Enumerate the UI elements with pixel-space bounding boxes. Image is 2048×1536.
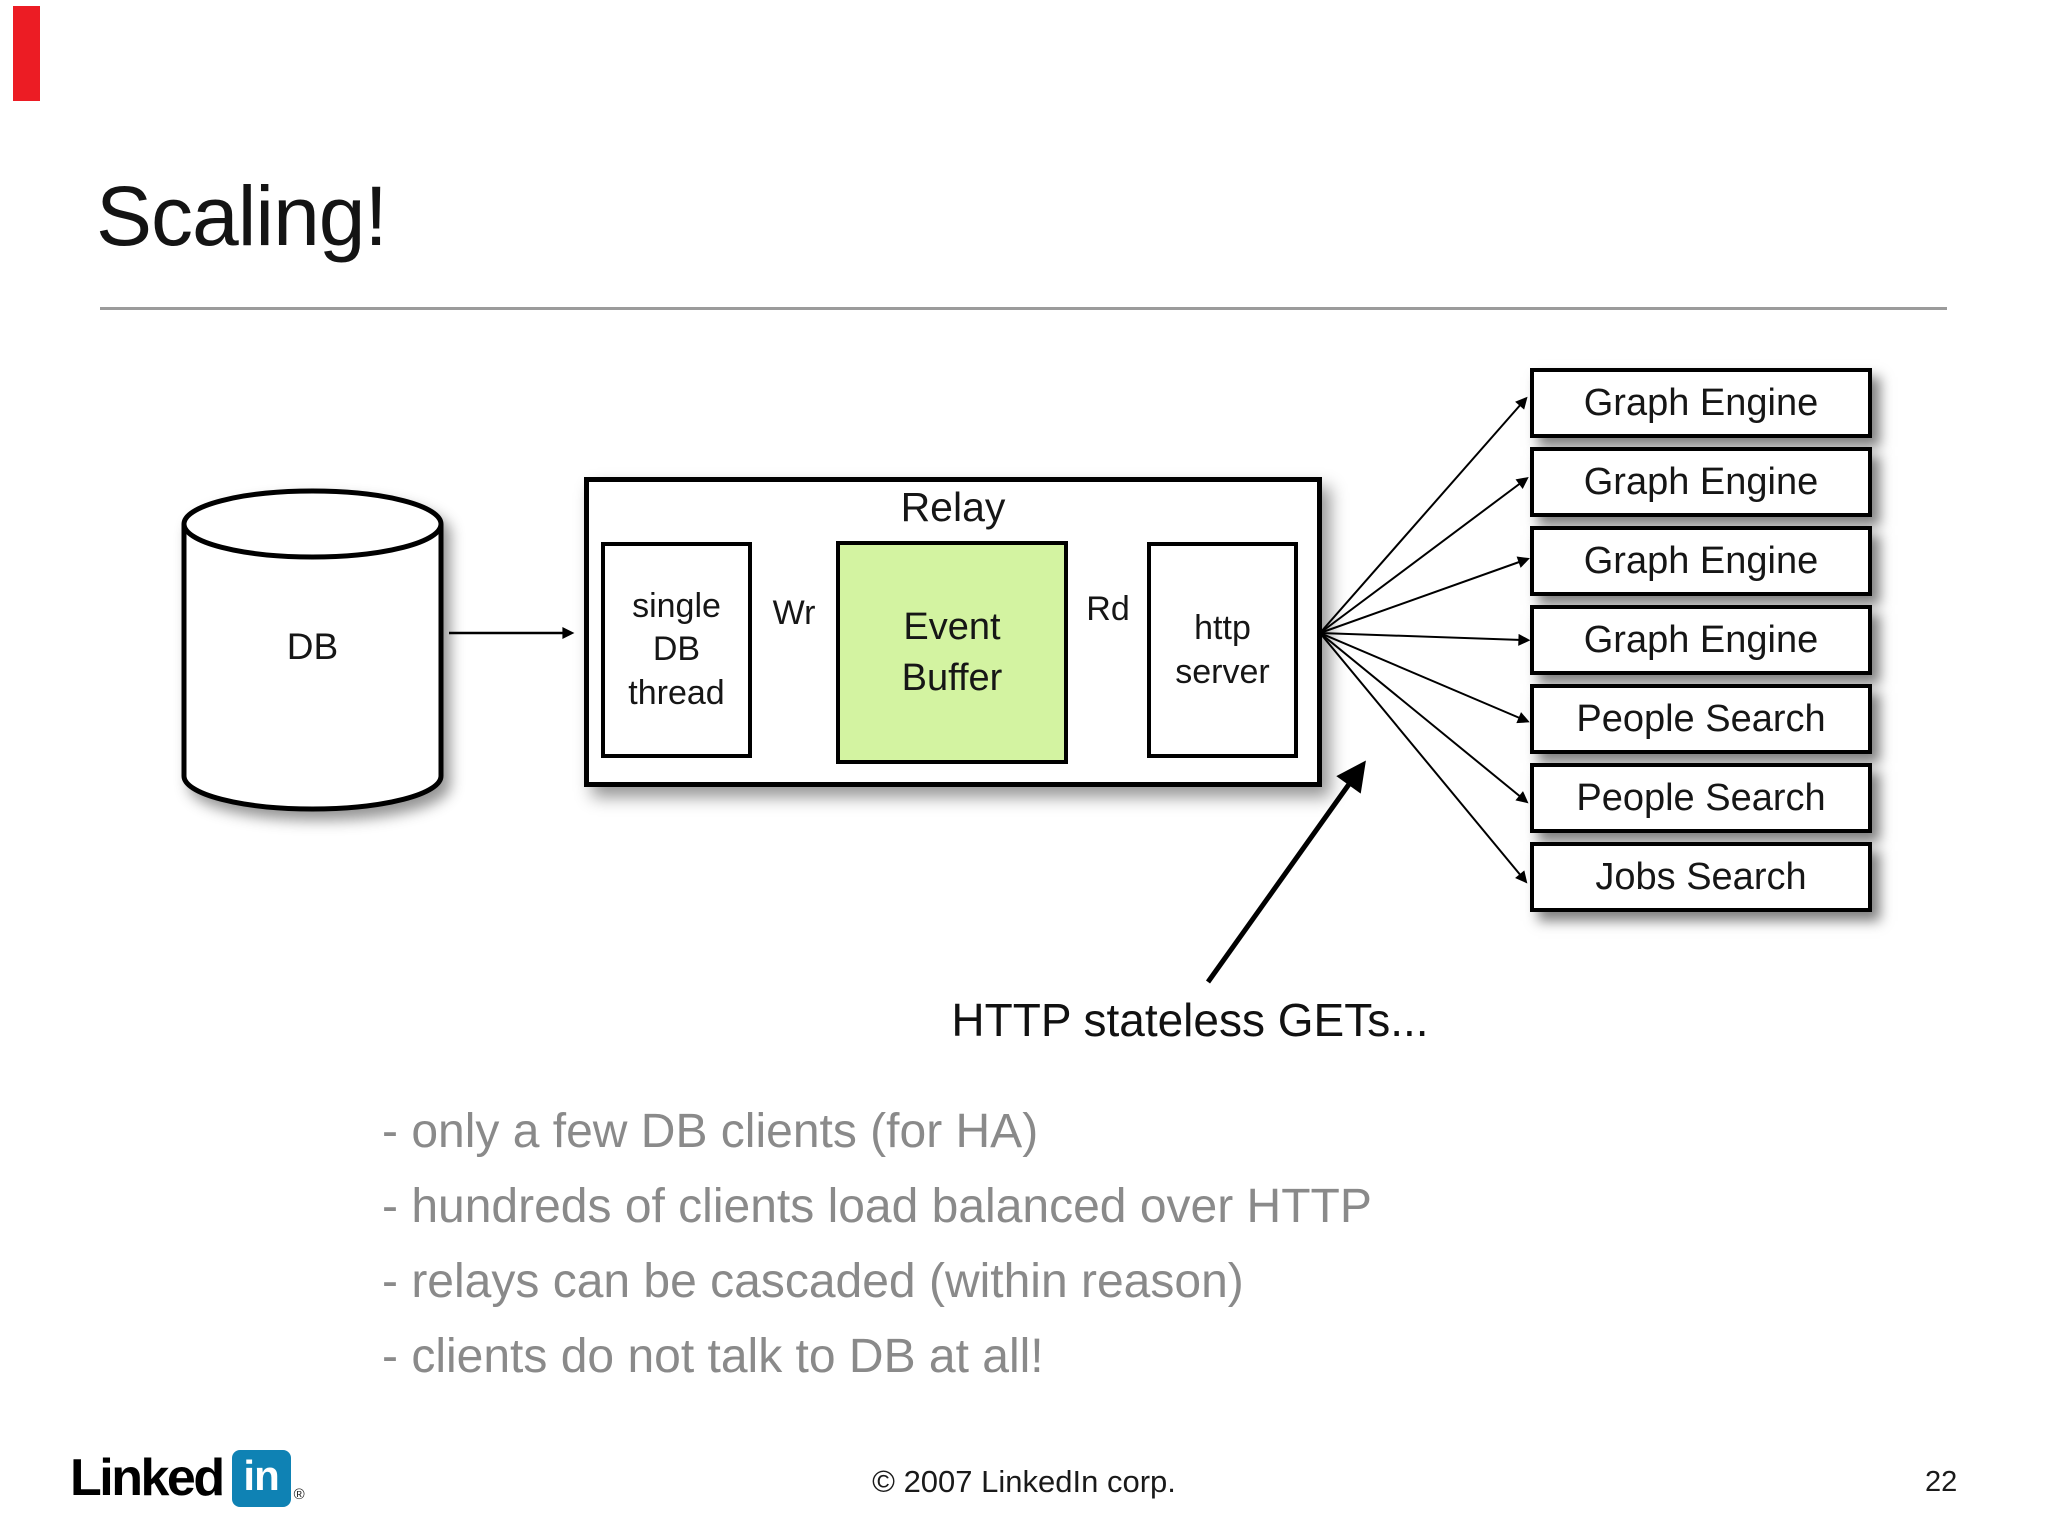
wr-label: Wr	[772, 594, 816, 632]
registered-mark: ®	[293, 1486, 305, 1503]
service-box-people-search-2: People Search	[1530, 763, 1872, 833]
http-gets-annotation: HTTP stateless GETs...	[951, 994, 1429, 1046]
bullet-item: - relays can be cascaded (within reason)	[382, 1255, 1244, 1308]
page-number: 22	[1925, 1466, 1958, 1498]
http-line: server	[1175, 653, 1270, 691]
http-gets-arrow	[1205, 760, 1366, 984]
bullet-item: - hundreds of clients load balanced over…	[382, 1180, 1372, 1233]
single-db-thread-box: single DB thread	[601, 542, 752, 758]
http-server-box: http server	[1147, 542, 1298, 758]
bullet-item: - only a few DB clients (for HA)	[382, 1105, 1039, 1158]
footer-copyright: © 2007 LinkedIn corp.	[872, 1464, 1176, 1499]
buffer-line: Buffer	[901, 656, 1003, 699]
red-marker	[13, 6, 40, 101]
title-divider	[100, 307, 1947, 310]
thread-line: single	[632, 586, 721, 625]
service-box-people-search-1: People Search	[1530, 684, 1872, 754]
bullet-item: - clients do not talk to DB at all!	[382, 1330, 1044, 1383]
bullet-list: - only a few DB clients (for HA) - hundr…	[382, 1094, 1372, 1394]
linkedin-logo: Linked in ®	[70, 1447, 305, 1509]
rd-label: Rd	[1086, 590, 1130, 628]
service-box-graph-engine-4: Graph Engine	[1530, 605, 1872, 675]
thread-line: DB	[652, 630, 701, 669]
linkedin-logo-word: Linked	[70, 1449, 225, 1507]
relay-title: Relay	[900, 484, 1006, 530]
service-box-graph-engine-2: Graph Engine	[1530, 447, 1872, 517]
page-title: Scaling!	[96, 169, 388, 263]
buffer-line: Event	[903, 606, 1001, 649]
fanout-arrows	[1319, 396, 1531, 884]
linkedin-logo-badge: in	[231, 1449, 291, 1507]
service-box-graph-engine-1: Graph Engine	[1530, 368, 1872, 438]
service-box-jobs-search: Jobs Search	[1530, 842, 1872, 912]
db-cylinder	[181, 488, 444, 812]
service-box-graph-engine-3: Graph Engine	[1530, 526, 1872, 596]
event-buffer-box: Event Buffer	[836, 541, 1068, 764]
linkedin-logo-in: in	[243, 1451, 279, 1499]
thread-line: thread	[628, 673, 725, 712]
http-line: http	[1194, 608, 1251, 647]
db-cylinder-label: DB	[286, 626, 339, 667]
